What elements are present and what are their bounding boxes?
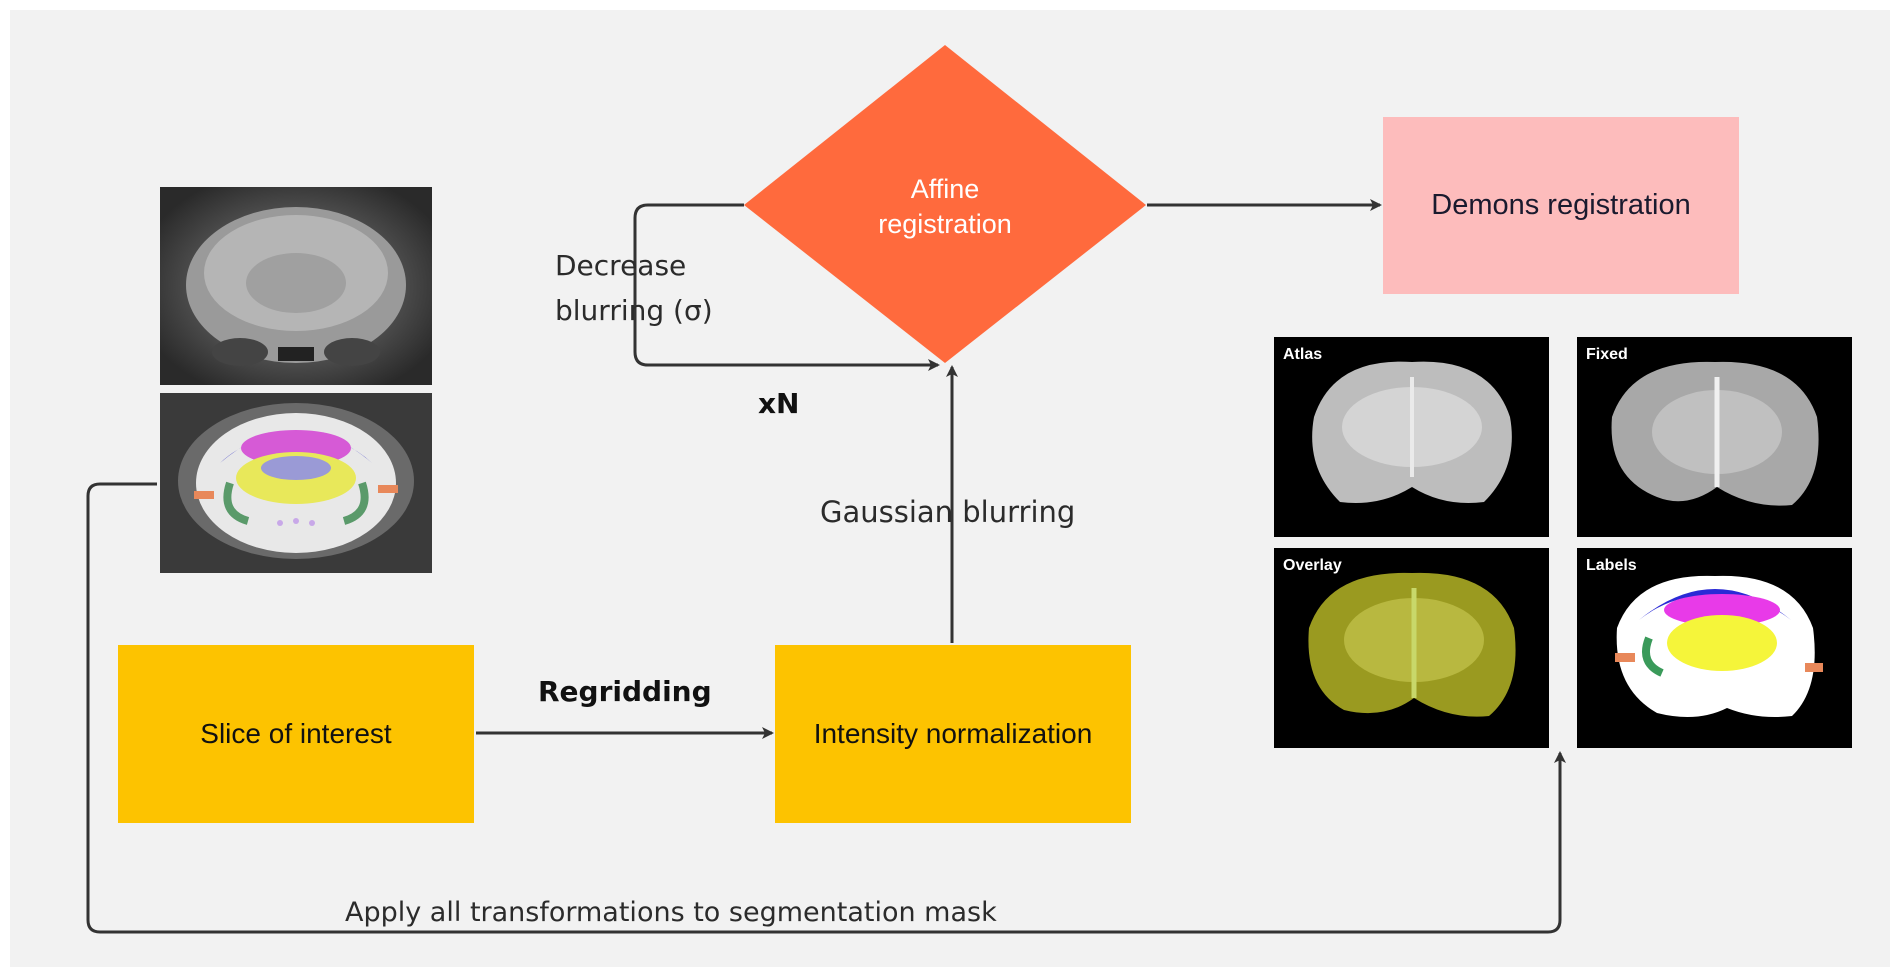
intensity-normalization-label: Intensity normalization	[813, 718, 1093, 749]
slice-of-interest-label: Slice of interest	[200, 718, 392, 749]
decrease-label-line2: blurring (σ)	[555, 294, 713, 327]
decrease-label-line1: Decrease	[555, 249, 687, 282]
decrease-blurring-loop	[633, 203, 940, 371]
regridding-label: Regridding	[538, 675, 712, 708]
demons-registration-label: Demons registration	[1431, 189, 1691, 221]
atlas-panel: Atlas	[1274, 337, 1549, 537]
atlas-brain-drawing	[1312, 361, 1512, 503]
labels-panel: Labels	[1577, 548, 1852, 748]
fixed-brain-drawing	[1611, 361, 1819, 506]
repeat-count-label: xN	[758, 387, 800, 420]
apply-transformations-label: Apply all transformations to segmentatio…	[342, 897, 1000, 928]
decrease-blurring-label: Decrease blurring (σ)	[555, 243, 713, 333]
labels-panel-title: Labels	[1586, 557, 1637, 574]
overlay-panel-title: Overlay	[1283, 557, 1342, 574]
intensity-normalization-box: Intensity normalization	[775, 645, 1131, 823]
affine-registration-diamond	[744, 45, 1146, 363]
overlay-panel: Overlay	[1274, 548, 1549, 748]
apply-transformations-path	[86, 482, 1566, 934]
input-slice-drawing	[160, 187, 432, 385]
input-slice-labels-image	[160, 393, 432, 573]
affine-registration-label: Affine registration	[845, 172, 1045, 242]
affine-label-line2: registration	[878, 209, 1012, 239]
fixed-panel: Fixed	[1577, 337, 1852, 537]
input-slice-image	[160, 187, 432, 385]
fixed-panel-title: Fixed	[1586, 346, 1628, 363]
slice-of-interest-box: Slice of interest	[118, 645, 474, 823]
atlas-panel-title: Atlas	[1283, 346, 1323, 363]
labels-brain-drawing	[1615, 575, 1823, 717]
overlay-brain-drawing	[1308, 572, 1516, 717]
demons-registration-box: Demons registration	[1383, 117, 1739, 294]
input-slice-labels-drawing	[160, 393, 432, 573]
gaussian-blurring-label: Gaussian blurring	[820, 495, 1076, 529]
affine-label-line1: Affine	[910, 174, 980, 204]
